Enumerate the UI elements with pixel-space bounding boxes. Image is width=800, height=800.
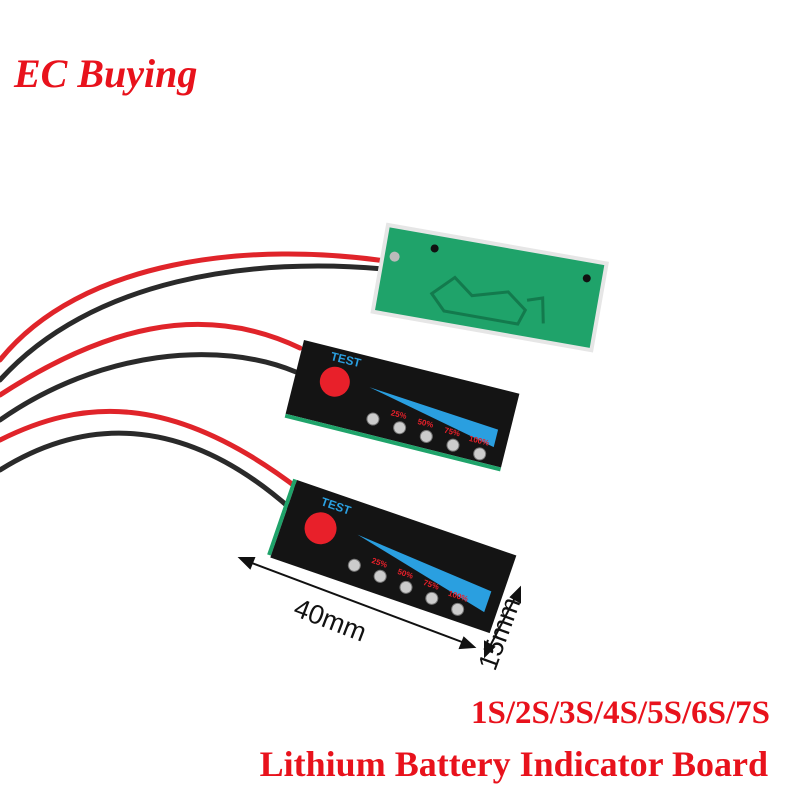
product-variants: 1S/2S/3S/4S/5S/6S/7S <box>471 695 770 731</box>
indicator-board-middle: TEST 25% 50% 75% 100% <box>284 340 520 472</box>
brand-logo: EC Buying <box>14 51 198 96</box>
level-bar <box>369 387 499 448</box>
length-dimension: 40mm <box>290 593 371 648</box>
level-label: 25% <box>390 408 408 421</box>
test-button[interactable] <box>317 364 353 400</box>
test-button[interactable] <box>300 508 341 549</box>
level-label: 75% <box>443 426 461 439</box>
product-name: Lithium Battery Indicator Board <box>259 744 768 784</box>
pcb-back-board <box>370 222 609 353</box>
dimension-arrows <box>237 557 521 659</box>
indicator-board-front: TEST 25% 50% 75% 100% <box>267 478 517 634</box>
level-bar <box>357 534 492 613</box>
level-label: 50% <box>417 417 435 430</box>
wires <box>0 251 397 513</box>
